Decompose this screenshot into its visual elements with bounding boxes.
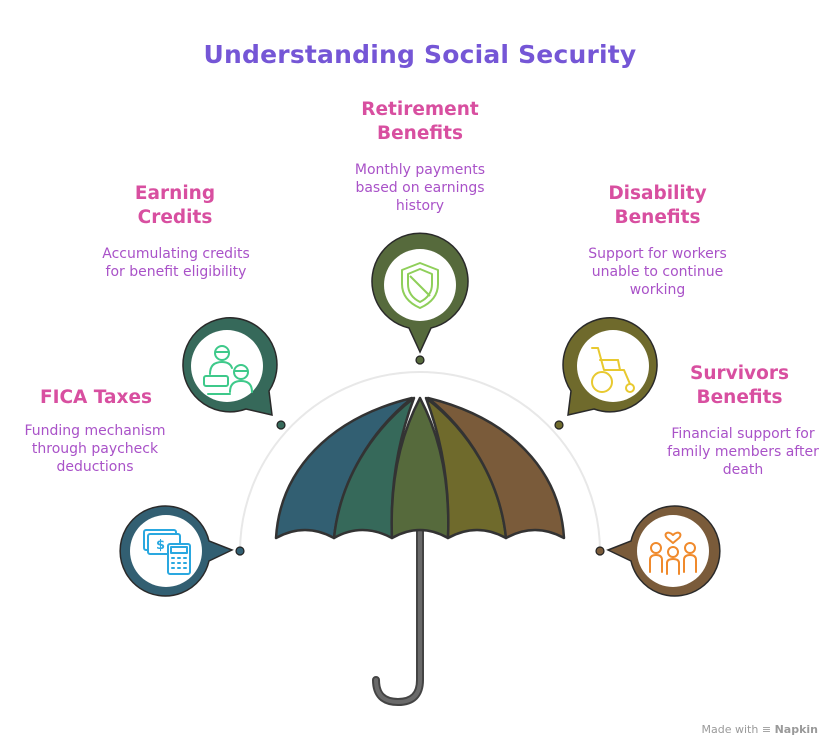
canopy-panel-5 xyxy=(426,396,566,540)
description-survivors-benefits: Financial support for family members aft… xyxy=(667,426,819,478)
dot-credits xyxy=(276,420,286,430)
svg-text:$: $ xyxy=(156,538,165,553)
umbrella-handle-inner xyxy=(374,526,422,705)
pin-disability-inner xyxy=(577,330,649,402)
wheelchair-icon xyxy=(591,347,635,393)
description-earning-credits: Accumulating credits for benefit eligibi… xyxy=(102,246,250,280)
connection-dots xyxy=(235,355,605,556)
money-calculator-icon: $ xyxy=(143,529,191,575)
canopy-panel-2 xyxy=(332,396,416,540)
people-credits-icon xyxy=(203,345,253,395)
description-fica-taxes: Funding mechanism through paycheck deduc… xyxy=(24,423,166,475)
napkin-logo-icon: ≡ xyxy=(761,723,772,736)
family-icon xyxy=(649,531,697,575)
heading-retirement-benefits: Retirement Benefits xyxy=(361,99,479,144)
dot-disability xyxy=(554,420,564,430)
made-with-label: Made with xyxy=(701,723,759,736)
dot-survivors xyxy=(595,546,605,556)
canopy-panel-3 xyxy=(390,396,450,540)
pin-survivors-inner xyxy=(637,515,709,587)
pin-credits xyxy=(182,317,278,416)
pin-fica: $ xyxy=(119,505,234,597)
dot-fica xyxy=(235,546,245,556)
heading-disability-benefits: Disability Benefits xyxy=(608,183,707,228)
pin-disability xyxy=(562,317,658,416)
connector-arc xyxy=(239,371,601,553)
heading-earning-credits: Earning Credits xyxy=(134,183,216,228)
dot-retirement xyxy=(415,355,425,365)
description-disability-benefits: Support for workers unable to continue w… xyxy=(588,246,727,298)
heading-survivors-benefits: Survivors Benefits xyxy=(690,363,789,408)
description-retirement-benefits: Monthly payments based on earnings histo… xyxy=(354,162,486,214)
pin-survivors xyxy=(606,505,721,597)
page-title: Understanding Social Security xyxy=(203,40,637,69)
napkin-watermark: Made with ≡ Napkin xyxy=(702,723,818,736)
pin-credits-inner xyxy=(191,330,263,402)
shield-icon xyxy=(401,262,439,309)
heading-fica-taxes: FICA Taxes xyxy=(39,387,153,408)
umbrella-canopy xyxy=(274,396,566,540)
umbrella-handle xyxy=(372,524,424,707)
pin-retirement xyxy=(371,232,469,354)
napkin-brand: Napkin xyxy=(774,723,818,736)
